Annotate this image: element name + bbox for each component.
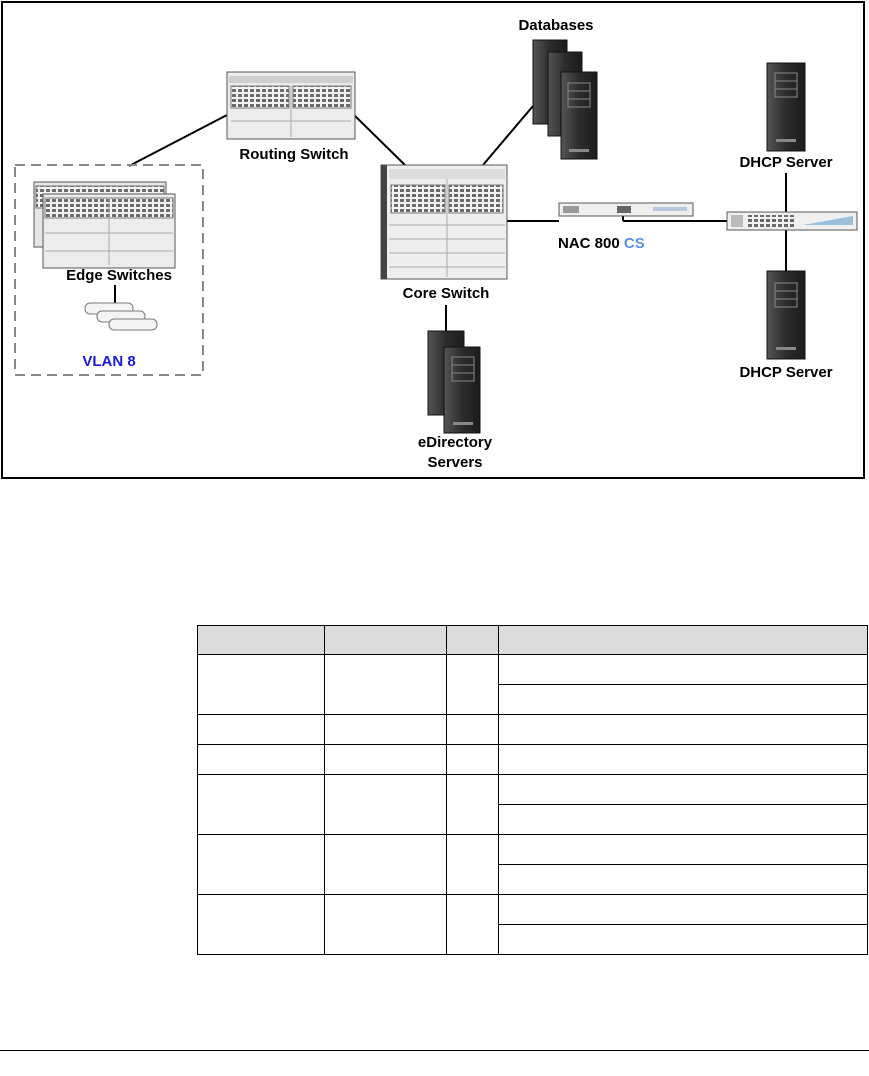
label-nac-prefix: NAC 800 [558, 235, 624, 252]
table-cell [324, 744, 447, 775]
table-cell [498, 654, 868, 685]
table-cell [197, 774, 325, 835]
table-cell [498, 744, 868, 775]
table-header-row [197, 625, 868, 655]
label-nac: NAC 800 CS [558, 235, 645, 252]
table-cell [498, 804, 868, 835]
label-routing-switch: Routing Switch [239, 146, 348, 163]
vlan-group-border [14, 164, 204, 376]
table-cell [446, 894, 499, 955]
access-switch-icon [726, 211, 858, 231]
table-cell [197, 834, 325, 895]
edirectory-servers-icon [427, 330, 481, 434]
table-cell [446, 774, 499, 835]
table-cell [498, 924, 868, 955]
data-table [197, 625, 868, 955]
nac-appliance-icon [558, 202, 694, 217]
table-header-cell [197, 625, 325, 655]
link-edge-routing [128, 114, 228, 167]
table-cell [498, 894, 868, 925]
table-cell [498, 684, 868, 715]
table-header-cell [446, 625, 499, 655]
dhcp-server-top-icon [766, 62, 806, 152]
table-row [197, 834, 868, 895]
table-cell [446, 834, 499, 895]
table-cell [324, 774, 447, 835]
access-point-icon [84, 302, 158, 331]
table-row [197, 654, 868, 715]
table-cell [446, 714, 499, 745]
label-edirectory-line2: Servers [427, 454, 482, 471]
table-row [198, 684, 868, 715]
table-row [197, 714, 868, 745]
link-core-databases [482, 105, 534, 166]
table-row [197, 774, 868, 835]
label-edge-switches: Edge Switches [66, 267, 172, 284]
label-edirectory-line1: eDirectory [418, 434, 493, 451]
link-routing-core [353, 114, 406, 166]
table-cell [498, 714, 868, 745]
table-cell [197, 714, 325, 745]
database-servers-icon [532, 39, 598, 160]
table-cell [324, 894, 447, 955]
table-cell [498, 834, 868, 865]
table-cell [197, 744, 325, 775]
table-cell [498, 774, 868, 805]
table-header-cell [324, 625, 447, 655]
network-links [114, 105, 787, 331]
label-core-switch: Core Switch [403, 285, 490, 302]
routing-switch-icon [226, 71, 356, 140]
table-cell [197, 654, 325, 715]
network-diagram-frame: Databases Routing Switch DHCP Server Edg… [1, 1, 865, 479]
table-cell [498, 864, 868, 895]
label-vlan: VLAN 8 [82, 353, 135, 370]
table-header-cell [498, 625, 868, 655]
table-row [197, 894, 868, 955]
table-row [197, 744, 868, 775]
label-dhcp-server-bottom: DHCP Server [739, 364, 832, 381]
table-cell [324, 654, 447, 715]
table-cell [197, 894, 325, 955]
network-diagram: Databases Routing Switch DHCP Server Edg… [14, 17, 858, 471]
core-switch-icon [380, 164, 508, 280]
table-cell [446, 744, 499, 775]
label-dhcp-server-top: DHCP Server [739, 154, 832, 171]
edge-switch-icon [33, 181, 176, 269]
table-cell [324, 834, 447, 895]
table-row [198, 924, 868, 955]
footer-rule [0, 1050, 869, 1051]
label-databases: Databases [518, 17, 593, 34]
dhcp-server-bottom-icon [766, 270, 806, 360]
label-nac-cs: CS [624, 235, 645, 252]
table-cell [324, 714, 447, 745]
table-cell [446, 654, 499, 715]
